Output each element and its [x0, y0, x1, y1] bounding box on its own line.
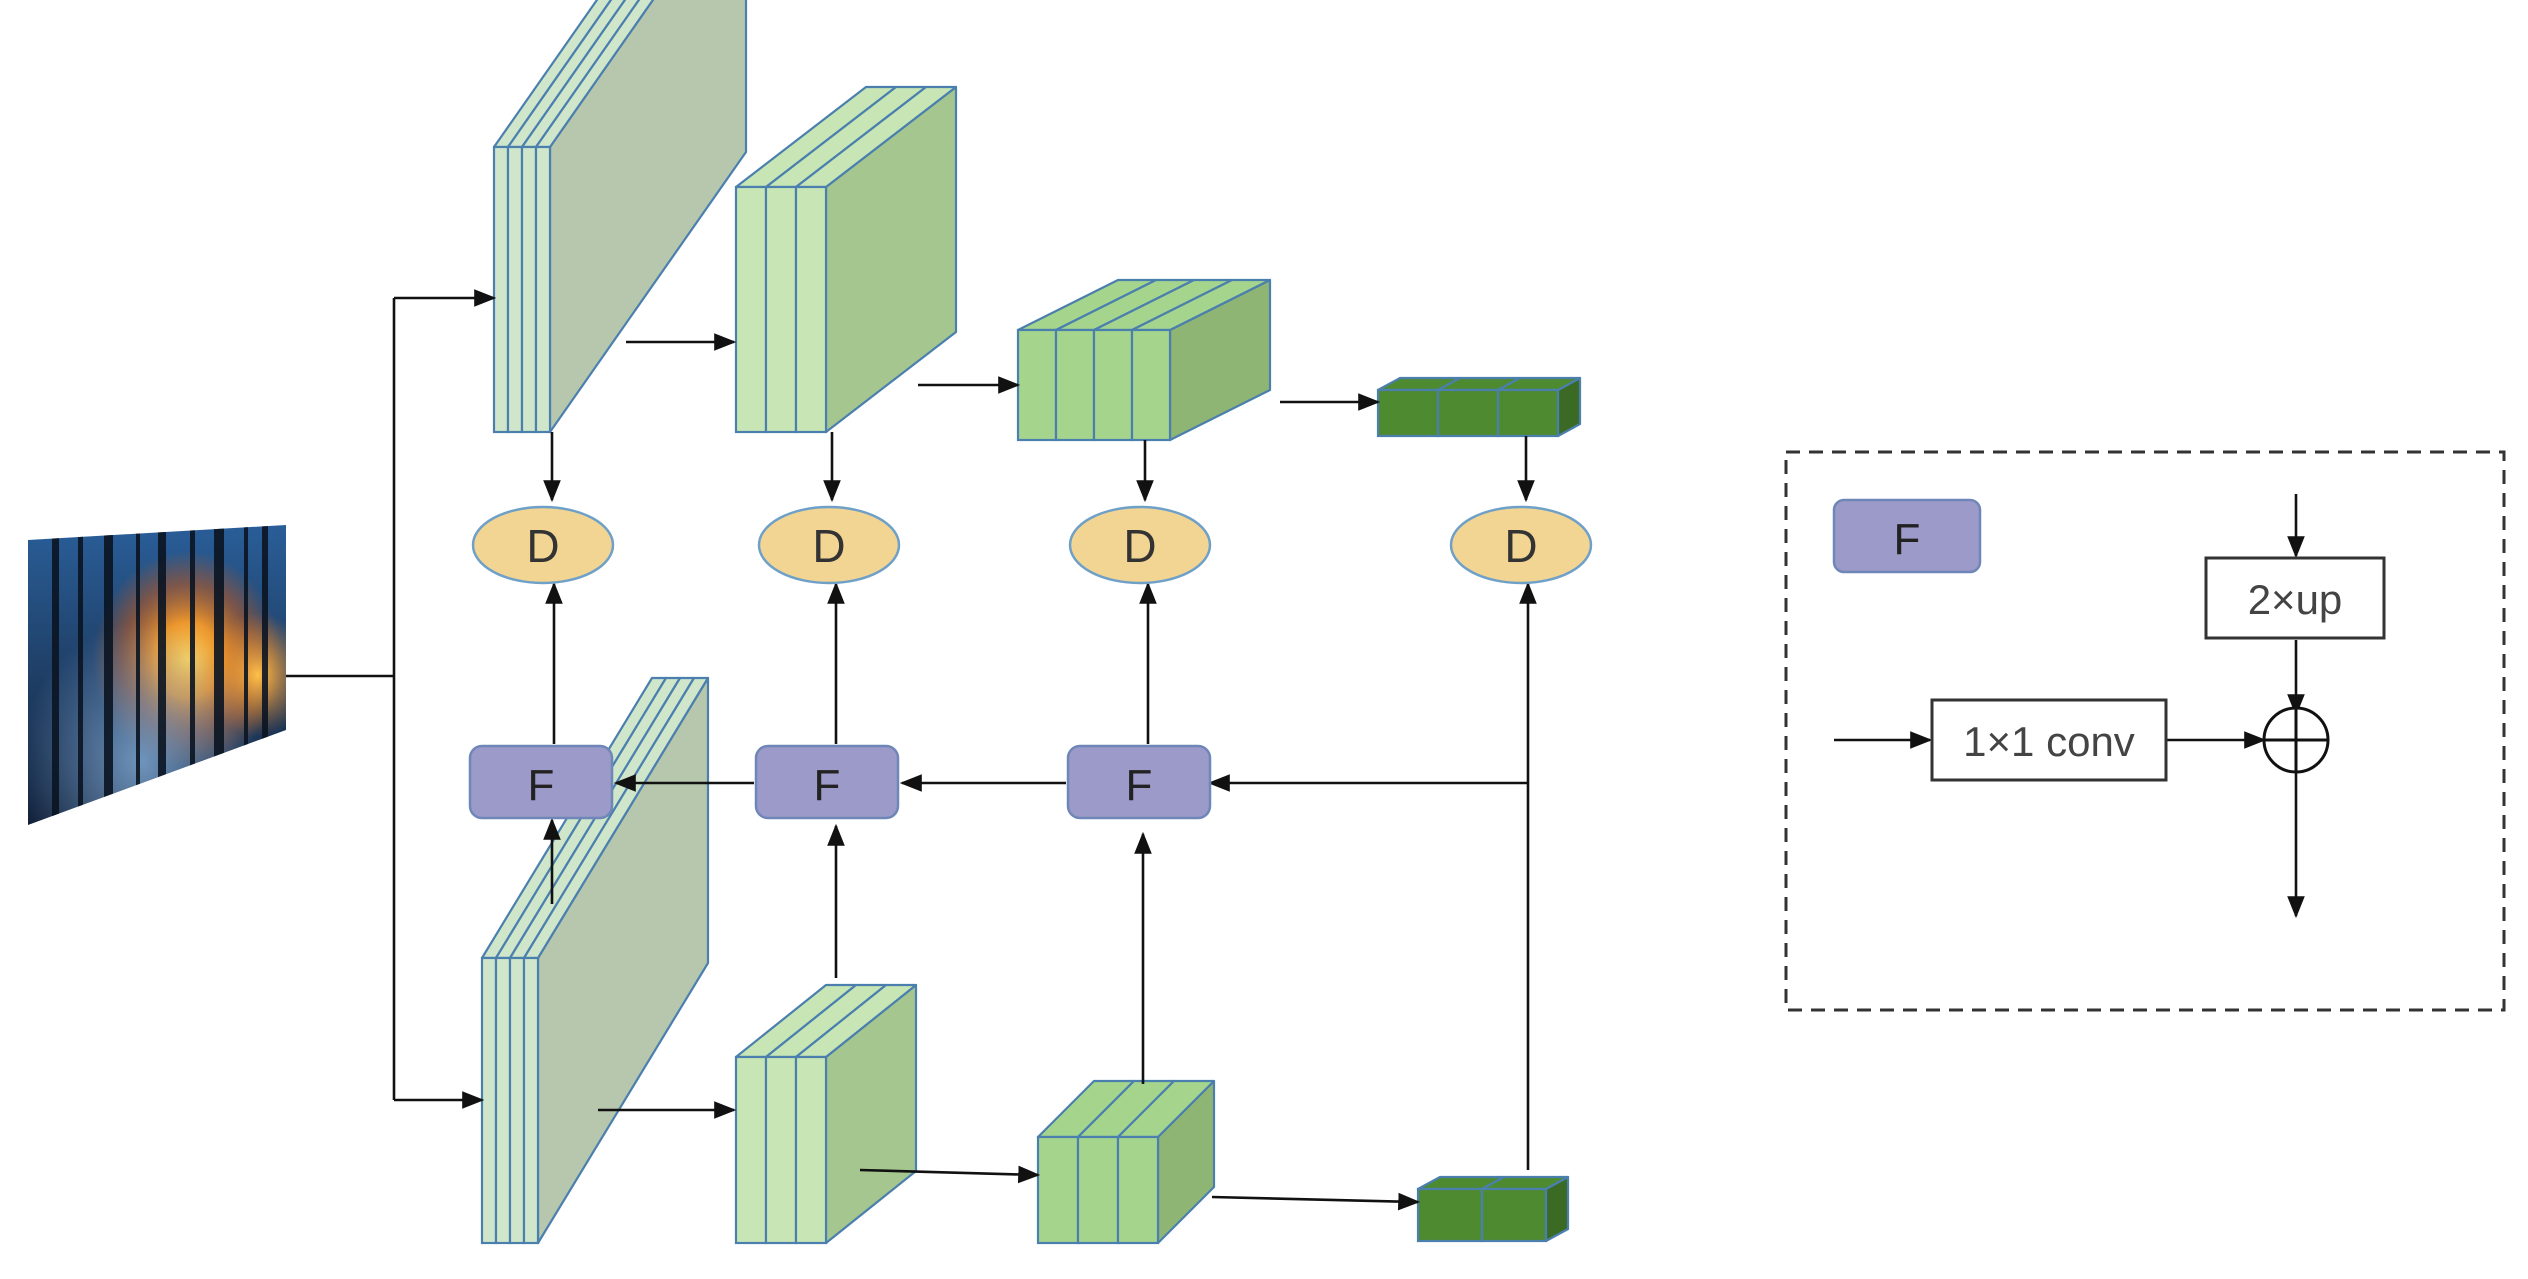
- bottom-feature-map-c4: [1416, 1175, 1570, 1243]
- fusion-module-legend: F 2×up 1×1 conv: [1784, 450, 2506, 1012]
- detector-d2: D: [757, 505, 901, 585]
- top-feature-map-c2: [734, 85, 958, 434]
- arrow-bottom-c3-to-c4: [1211, 1192, 1421, 1211]
- legend-upsample-box: [2204, 556, 2386, 640]
- legend-conv-box: [1930, 698, 2168, 782]
- arrow-bottom-c2-to-c3: [859, 1165, 1041, 1184]
- detector-d2-label: D: [812, 520, 845, 572]
- fusion-f3-label: F: [1126, 761, 1153, 810]
- legend-fusion-label: F: [1894, 515, 1921, 564]
- bottom-feature-map-c3: [1036, 1079, 1216, 1245]
- detector-d3: D: [1068, 505, 1212, 585]
- detector-d4: D: [1449, 505, 1593, 585]
- fusion-f2-label: F: [814, 761, 841, 810]
- legend-sum-icon: [2262, 706, 2330, 774]
- detector-heads: D D D D: [471, 505, 1593, 585]
- detector-d1: D: [471, 505, 615, 585]
- detector-d1-label: D: [526, 520, 559, 572]
- fusion-f2: F: [754, 744, 900, 820]
- bottom-backbone-feature-maps: [480, 676, 1570, 1245]
- top-feature-map-c1: [492, 0, 748, 434]
- detector-d3-label: D: [1123, 520, 1156, 572]
- fusion-modules: F F F: [468, 744, 1212, 820]
- input-forest-fire-image: [28, 525, 286, 825]
- top-feature-map-c3: [1016, 278, 1272, 442]
- legend-fusion-box: [1832, 498, 1982, 574]
- connection-arrows: [286, 289, 1537, 1211]
- fusion-f3: F: [1066, 744, 1212, 820]
- top-backbone-feature-maps: [492, 0, 1582, 442]
- fusion-f1-label: F: [528, 761, 555, 810]
- legend-upsample-label: 2×up: [2248, 576, 2343, 623]
- top-feature-map-c4: [1376, 376, 1582, 438]
- detector-d4-label: D: [1504, 520, 1537, 572]
- legend-conv-label: 1×1 conv: [1963, 718, 2135, 765]
- fusion-f1: F: [468, 744, 614, 820]
- bottom-feature-map-c2: [734, 983, 918, 1245]
